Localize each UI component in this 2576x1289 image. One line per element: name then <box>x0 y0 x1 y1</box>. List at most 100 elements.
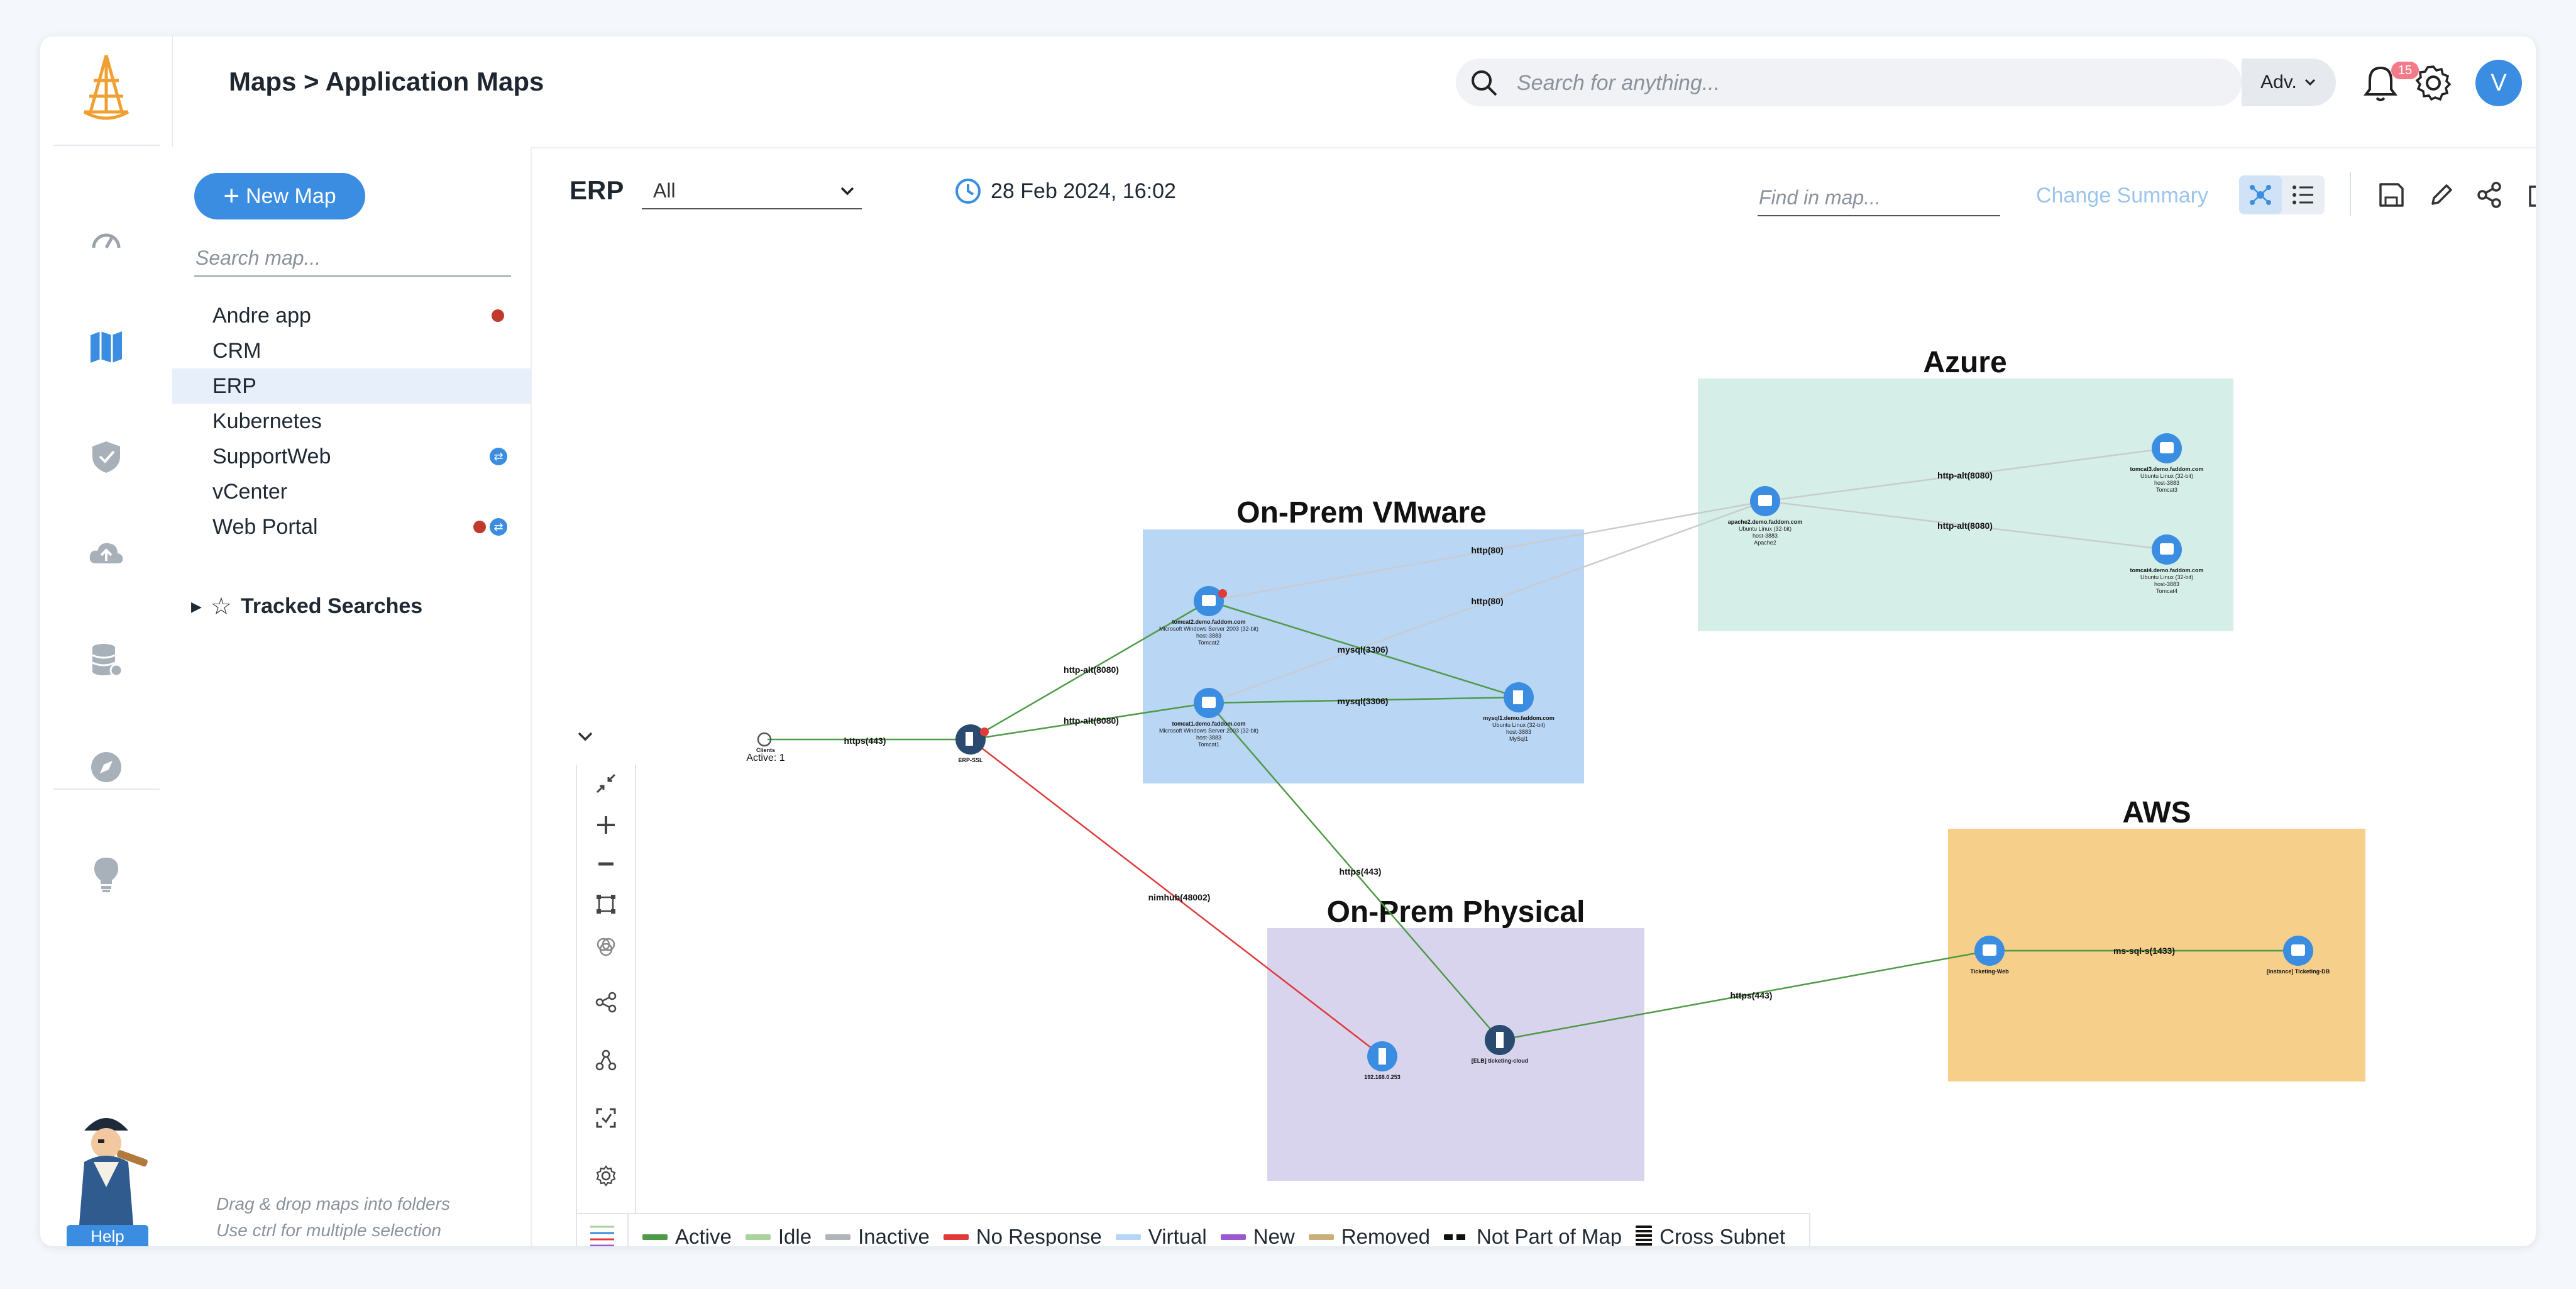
chevron-down-icon <box>840 187 854 196</box>
toolbar-divider <box>2350 172 2351 216</box>
connections-button[interactable] <box>587 983 625 1021</box>
map-list-item[interactable]: Web Portal⇄ <box>172 509 531 545</box>
change-summary-link[interactable]: Change Summary <box>2036 184 2209 207</box>
hint-line-2: Use ctrl for multiple selection <box>216 1220 441 1240</box>
group-aws-label: AWS <box>2122 796 2191 829</box>
group-physical[interactable] <box>1267 928 1644 1181</box>
node-ip-192-168-0-253[interactable]: 192.168.0.253 <box>1364 1041 1401 1080</box>
search-icon <box>1472 70 1497 96</box>
map-filter-select[interactable]: All <box>642 175 862 209</box>
edge-label: mysql(3306) <box>1338 644 1389 655</box>
node-tomcat3[interactable]: tomcat3.demo.faddom.com Ubuntu Linux (32… <box>2130 433 2204 493</box>
node-os: Microsoft Windows Server 2003 (32-bit) <box>1159 727 1258 734</box>
group-azure[interactable] <box>1698 379 2233 631</box>
map-icon[interactable] <box>80 321 133 373</box>
advanced-search-button[interactable]: Adv. <box>2242 58 2336 106</box>
shield-icon[interactable] <box>80 430 133 483</box>
list-view-icon <box>2293 185 2313 204</box>
graph-view-icon <box>2250 185 2271 205</box>
edge-apache-tomcat3[interactable] <box>1764 447 2167 502</box>
map-date[interactable]: 28 Feb 2024, 16:02 <box>954 177 1176 205</box>
clock-icon <box>955 179 981 204</box>
hierarchy-button[interactable] <box>587 1041 625 1079</box>
node-ticketing-cloud[interactable]: [ELB] ticketing-cloud <box>1472 1025 1529 1064</box>
map-list-item[interactable]: CRM <box>172 333 531 368</box>
node-host: host-3883 <box>2154 480 2179 486</box>
status-dot-icon <box>492 309 504 322</box>
pirate-mascot-icon <box>79 1118 148 1225</box>
edge-apache-tomcat4[interactable] <box>1764 500 2167 551</box>
map-list-item[interactable]: SupportWeb⇄ <box>172 439 531 474</box>
node-label: tomcat1.demo.faddom.com <box>1172 721 1245 727</box>
lightbulb-icon[interactable] <box>80 848 133 900</box>
list-view-button[interactable] <box>2282 175 2325 214</box>
edge-tomcat1-apache[interactable] <box>1208 500 1766 704</box>
group-vmware[interactable] <box>1143 529 1584 783</box>
edge-elb-web[interactable] <box>1499 949 1990 1041</box>
tracked-searches-label: Tracked Searches <box>241 594 423 618</box>
find-in-map-input[interactable] <box>1758 180 2000 216</box>
database-icon[interactable] <box>80 634 133 687</box>
new-map-label: New Map <box>246 184 336 208</box>
node-ticketing-db[interactable]: [Instance] Ticketing-DB <box>2267 936 2330 975</box>
node-tomcat2[interactable]: tomcat2.demo.faddom.com Microsoft Window… <box>1159 586 1258 646</box>
search-input[interactable] <box>1516 58 2210 108</box>
edge-label: https(443) <box>1731 990 1773 1000</box>
node-label: tomcat2.demo.faddom.com <box>1172 619 1245 625</box>
node-apache2[interactable]: apache2.demo.faddom.com Ubuntu Linux (32… <box>1728 486 1803 546</box>
map-list-item[interactable]: ERP <box>172 368 531 404</box>
bell-icon[interactable] <box>2359 62 2403 106</box>
edge-tomcat1-mysql[interactable] <box>1208 696 1519 704</box>
node-clients[interactable]: Clients Active: 1 <box>746 732 785 763</box>
node-host: host-3883 <box>1753 533 1778 539</box>
share-button[interactable] <box>2472 177 2507 213</box>
node-erp-ssl[interactable]: ERP-SSL <box>955 724 989 763</box>
help-widget[interactable]: Help <box>59 1105 153 1246</box>
fit-to-screen-button[interactable] <box>587 765 625 802</box>
node-os: Ubuntu Linux (32-bit) <box>2140 574 2193 580</box>
node-tomcat4[interactable]: tomcat4.demo.faddom.com Ubuntu Linux (32… <box>2130 534 2204 594</box>
cloud-upload-icon[interactable] <box>80 527 133 580</box>
graph-view-button[interactable] <box>2239 175 2282 214</box>
edge-erp-tomcat2[interactable] <box>970 600 1209 741</box>
focus-button[interactable] <box>587 1099 625 1137</box>
map-settings-button[interactable] <box>587 1157 625 1195</box>
layers-button[interactable] <box>587 928 625 966</box>
export-button[interactable] <box>2523 177 2536 213</box>
select-area-button[interactable] <box>587 885 625 923</box>
edge-erp-tomcat1[interactable] <box>970 702 1209 741</box>
group-azure-label: Azure <box>1923 346 2006 379</box>
tracked-searches-toggle[interactable]: ▶ ☆ Tracked Searches <box>191 592 422 621</box>
map-list-item[interactable]: vCenter <box>172 474 531 509</box>
node-mysql1[interactable]: mysql1.demo.faddom.com Ubuntu Linux (32-… <box>1483 682 1555 742</box>
zoom-out-button[interactable] <box>587 845 625 883</box>
user-avatar[interactable]: V <box>2475 60 2522 106</box>
node-label: Ticketing-Web <box>1970 968 2009 975</box>
edge-erp-ip[interactable] <box>970 739 1383 1057</box>
map-search-input[interactable] <box>194 240 511 277</box>
map-canvas[interactable]: On-Prem VMware Azure On-Prem Physical AW… <box>532 147 2531 1246</box>
legend-toggle-button[interactable] <box>577 1214 629 1246</box>
map-list-item-label: CRM <box>212 339 261 363</box>
edge-tomcat2-mysql[interactable] <box>1208 600 1519 699</box>
help-button[interactable]: Help <box>67 1225 148 1246</box>
save-button[interactable] <box>2374 177 2409 213</box>
edge-tomcat2-apache[interactable] <box>1208 500 1766 602</box>
zoom-in-button[interactable] <box>587 806 625 844</box>
node-tomcat1[interactable]: tomcat1.demo.faddom.com Microsoft Window… <box>1159 688 1258 748</box>
new-map-button[interactable]: + New Map <box>194 173 365 219</box>
compass-icon[interactable] <box>80 741 133 794</box>
legend-swatch <box>943 1234 969 1240</box>
node-host: host-3883 <box>1506 729 1531 735</box>
edit-button[interactable] <box>2424 177 2459 213</box>
dashboard-icon[interactable] <box>80 214 133 267</box>
map-list-item[interactable]: Andre app <box>172 298 531 333</box>
node-ticketing-web[interactable]: Ticketing-Web <box>1970 936 2009 975</box>
export-icon <box>2529 185 2536 207</box>
edge-tomcat1-elb[interactable] <box>1208 702 1500 1041</box>
gear-icon[interactable] <box>2413 63 2453 103</box>
tools-collapse-button[interactable] <box>570 721 601 752</box>
group-vmware-label: On-Prem VMware <box>1236 496 1486 529</box>
map-list-item[interactable]: Kubernetes <box>172 404 531 439</box>
